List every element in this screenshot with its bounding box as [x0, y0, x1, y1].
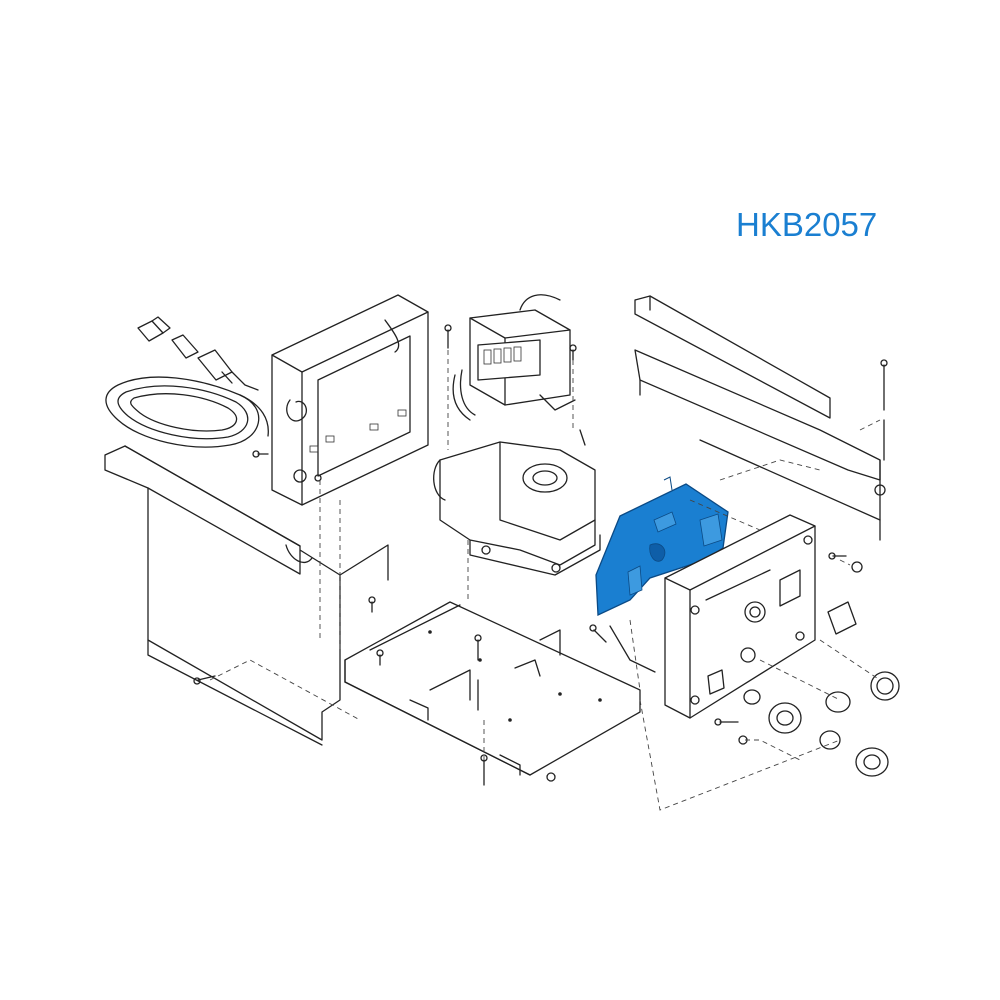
part-code-label: HKB2057	[736, 206, 878, 243]
control-circuit-board	[595, 476, 729, 616]
screws	[193, 324, 888, 786]
rear-panel	[271, 294, 429, 506]
left-cover	[104, 445, 389, 746]
pump-assembly	[433, 429, 601, 576]
front-panel	[664, 514, 816, 719]
heater-rail	[634, 295, 881, 541]
power-cord	[105, 376, 269, 448]
front-components	[546, 561, 900, 782]
base-chassis	[344, 601, 641, 776]
transformer	[452, 294, 576, 421]
assembly-guide-lines	[209, 350, 881, 811]
fuse-holder	[137, 316, 259, 391]
